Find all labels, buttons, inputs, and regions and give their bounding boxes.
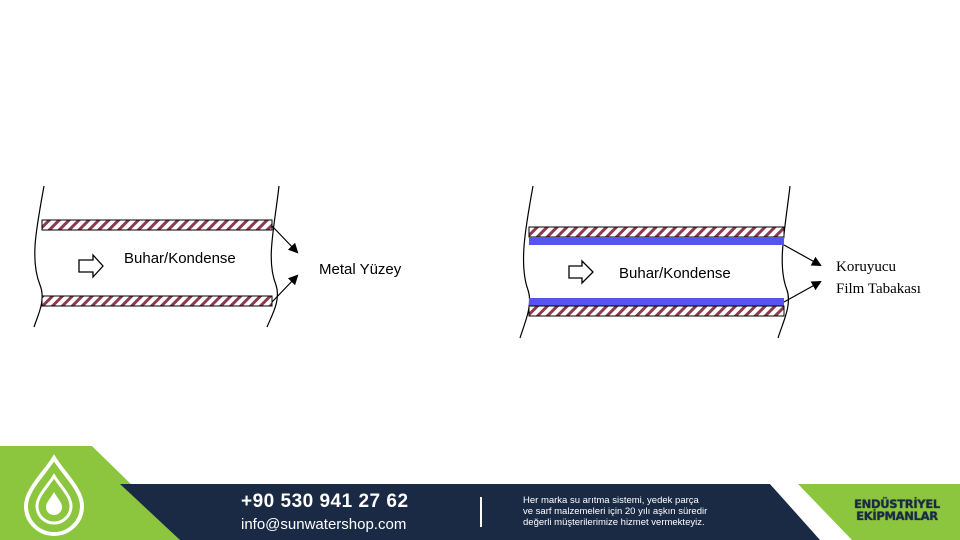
right-flow-arrow-icon [568, 259, 594, 285]
footer-navy-band [120, 484, 820, 540]
left-flow-label: Buhar/Kondense [124, 250, 236, 267]
left-pipe-break-line-left [33, 185, 45, 328]
badge-line-2: EKİPMANLAR [856, 509, 938, 523]
right-pointer-arrow-bottom [783, 281, 822, 303]
footer-green-right-block [798, 484, 960, 540]
footer-banner: +90 530 941 27 62 info@sunwatershop.com … [0, 446, 960, 540]
right-pipe-top-wall [528, 226, 785, 238]
water-drop-logo-icon [23, 454, 85, 537]
tagline-line-2: ve sarf malzemeleri için 20 yılı aşkın s… [523, 506, 708, 517]
left-pipe-top-wall [41, 219, 273, 231]
badge-line-1: ENDÜSTRİYEL [854, 497, 940, 511]
footer-divider-line [480, 497, 482, 527]
pipe-diagram: Buhar/Kondense Metal Yüzey Buhar/Kondens… [33, 185, 921, 339]
right-flow-label: Buhar/Kondense [619, 265, 731, 282]
industrial-equipment-badge: ENDÜSTRİYEL EKİPMANLAR [838, 498, 956, 522]
metal-surface-label: Metal Yüzey [319, 261, 402, 278]
right-pipe-break-line-left [519, 185, 534, 339]
right-pipe-break-line-right [777, 185, 791, 339]
right-pipe: Buhar/Kondense Koruyucu Film Tabakası [519, 185, 921, 339]
footer-white-divider [770, 484, 852, 540]
right-pointer-arrow-top [783, 244, 822, 266]
right-pipe-top-film [529, 237, 784, 245]
footer-tagline: Her marka su arıtma sistemi, yedek parça… [523, 495, 773, 528]
right-pipe-bottom-film [529, 298, 784, 306]
left-flow-arrow-icon [78, 253, 104, 279]
footer-background [0, 446, 960, 540]
phone-number[interactable]: +90 530 941 27 62 [241, 491, 409, 512]
left-pipe-bottom-wall [41, 295, 273, 307]
protective-film-label-line1: Koruyucu [836, 259, 896, 275]
protective-film-label-line2: Film Tabakası [836, 281, 921, 297]
left-pipe: Buhar/Kondense Metal Yüzey [33, 185, 402, 328]
left-pipe-break-line-right [266, 185, 280, 328]
tagline-line-1: Her marka su arıtma sistemi, yedek parça [523, 495, 699, 506]
left-pointer-arrow-bottom [271, 274, 299, 303]
tagline-line-3: değerli müşterilerimize hizmet vermektey… [523, 517, 705, 528]
email-address[interactable]: info@sunwatershop.com [241, 516, 407, 533]
right-pipe-bottom-wall [528, 305, 785, 317]
left-pointer-arrow-top [271, 225, 299, 254]
